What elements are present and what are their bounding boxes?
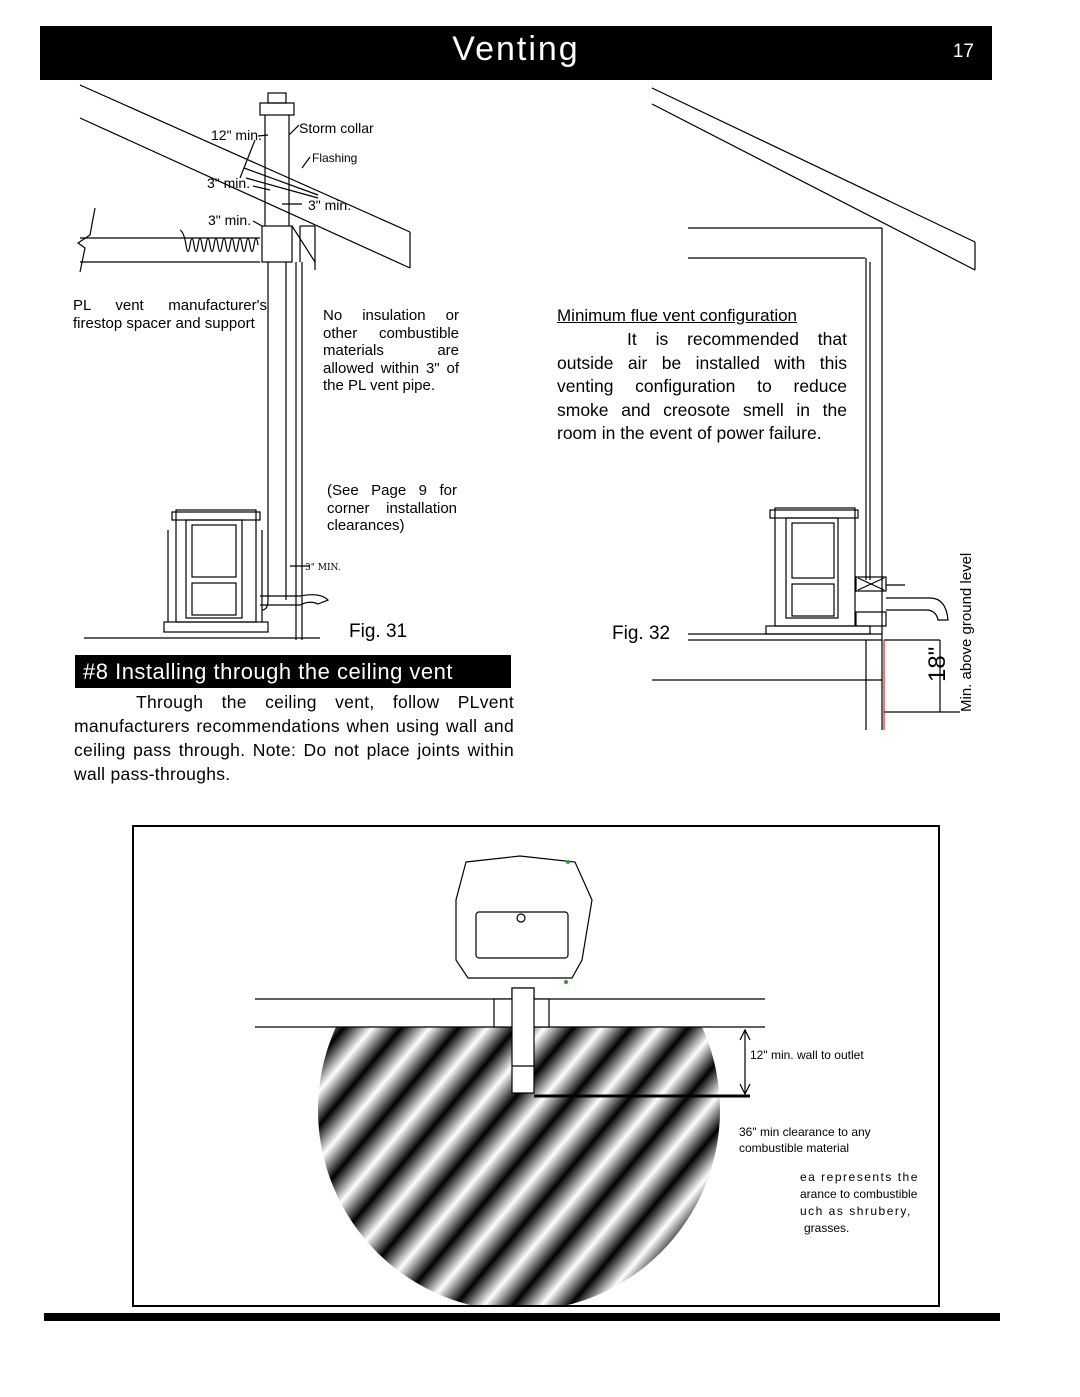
firestop-note: PL vent manufacturer's firestop spacer a… (73, 297, 267, 332)
see-page-note: (See Page 9 for corner installation clea… (327, 482, 457, 534)
fig32-note-text: It is recommended that outside air be in… (557, 329, 847, 443)
page-number: 17 (952, 41, 974, 62)
fig32-diagram (651, 87, 976, 730)
fig31-diagram (76, 84, 411, 640)
ground-level-label: Min. above ground level (958, 552, 975, 712)
area-note-line4: grasses. (804, 1221, 850, 1235)
clearance-label-line1: 36" min clearance to any (739, 1125, 871, 1139)
storm-collar-label: Storm collar (299, 120, 374, 136)
fig31-label: Fig. 31 (349, 621, 408, 642)
area-note-line1: ea represents the (800, 1170, 919, 1184)
section-body-text: Through the ceiling vent, follow PLvent … (74, 692, 514, 784)
fig32-label: Fig. 32 (612, 623, 671, 644)
page-title: Venting (452, 30, 580, 68)
bottom-rule (44, 1313, 1000, 1321)
three-min-label-a: 3" min. (207, 175, 251, 191)
three-min-label-b: 3" min. (308, 197, 352, 213)
clearance-label-line2: combustible material (739, 1141, 850, 1155)
fig32-title: Minimum flue vent configuration (557, 306, 798, 325)
wall-to-outlet-label: 12" min. wall to outlet (750, 1048, 864, 1062)
section-heading: #8 Installing through the ceiling vent (75, 655, 511, 688)
three-min-pipe-label: 3" MIN. (305, 563, 341, 573)
fig32-note: It is recommended that outside air be in… (557, 328, 847, 446)
header-bar: Venting 17 (40, 26, 992, 80)
area-note-line3: uch as shrubery, (800, 1204, 912, 1218)
section-body: Through the ceiling vent, follow PLvent … (74, 690, 514, 786)
area-note-line2: arance to combustible (800, 1187, 918, 1201)
fig33-frame (132, 825, 940, 1307)
insulation-note: No insulation or other combustible mater… (323, 307, 459, 394)
three-min-label-c: 3" min. (208, 212, 252, 228)
fig33-diagram (255, 855, 765, 1305)
fig32-dimension: 18" (924, 646, 951, 682)
twelve-min-label: 12" min. (211, 127, 262, 143)
flashing-label: Flashing (312, 151, 358, 165)
